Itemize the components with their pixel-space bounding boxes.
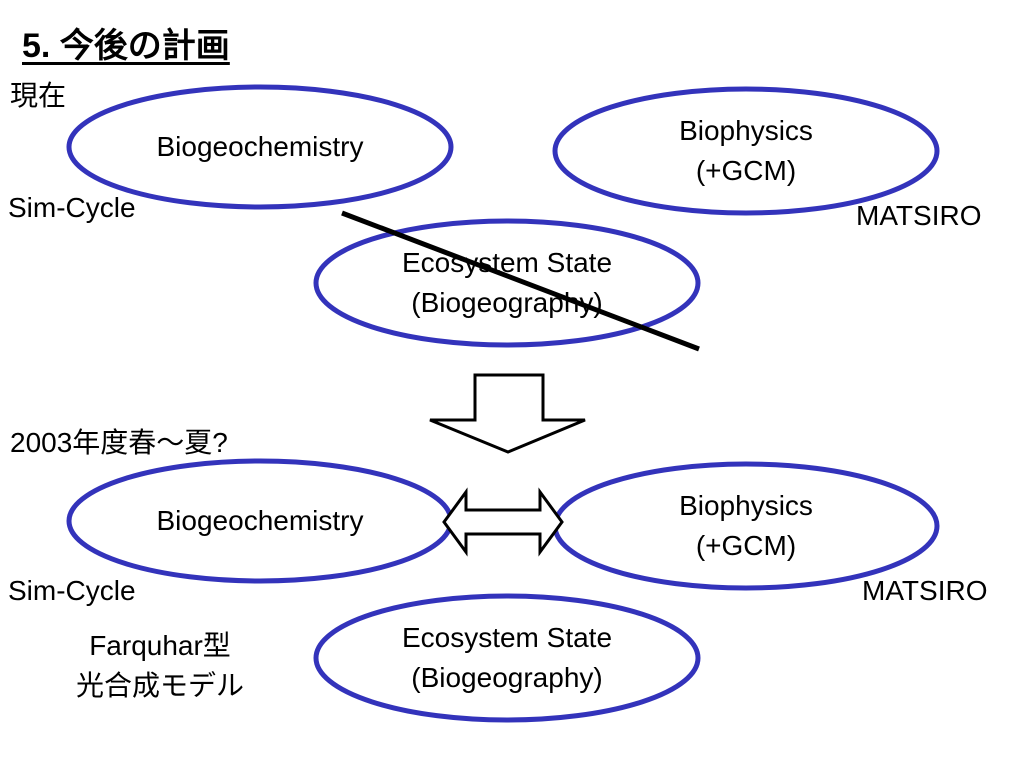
biophysics-future-text: Biophysics (+GCM): [679, 486, 813, 566]
matsiro-current-label: MATSIRO: [856, 200, 982, 231]
ecosystem-future-line2: (Biogeography): [411, 662, 603, 693]
ellipse-biogeochemistry-current: [66, 84, 454, 210]
biophysics-current-line1: Biophysics: [679, 115, 813, 146]
ecosystem-future-line1: Ecosystem State: [401, 622, 613, 653]
sim-cycle-current-label: Sim-Cycle: [8, 192, 136, 223]
biogeochemistry-current-label: Biogeochemistry: [156, 131, 364, 162]
down-arrow-icon: [429, 373, 586, 454]
ecosystem-current-line1: Ecosystem State: [401, 247, 613, 278]
ecosystem-current-line2: (Biogeography): [411, 287, 603, 318]
farquhar-line2: 光合成モデル: [75, 670, 244, 701]
ecosystem-future-text: Ecosystem State (Biogeography): [402, 618, 612, 698]
page-title: 5. 今後の計画: [22, 27, 230, 65]
matsiro-future-label: MATSIRO: [862, 575, 988, 606]
ellipse-ecosystem-future: [313, 593, 701, 723]
future-label: 2003年度春～夏?: [10, 427, 228, 458]
biogeochemistry-current-text: Biogeochemistry: [157, 127, 364, 167]
sim-cycle-future-label: Sim-Cycle: [8, 575, 136, 606]
current-label: 現在: [10, 80, 67, 111]
double-arrow-icon: [442, 487, 564, 557]
farquhar-line1: Farquhar型: [89, 630, 231, 661]
biophysics-future-line1: Biophysics: [679, 490, 813, 521]
ellipse-biophysics-current: [552, 86, 940, 216]
strike-through-line: [341, 210, 700, 352]
biophysics-current-text: Biophysics (+GCM): [679, 111, 813, 191]
biophysics-current-line2: (+GCM): [695, 155, 797, 186]
biogeochemistry-future-text: Biogeochemistry: [157, 501, 364, 541]
biophysics-future-line2: (+GCM): [695, 530, 797, 561]
farquhar-note: Farquhar型 光合成モデル: [40, 626, 280, 706]
ecosystem-current-text: Ecosystem State (Biogeography): [402, 243, 612, 323]
biogeochemistry-future-label: Biogeochemistry: [156, 505, 364, 536]
ellipse-ecosystem-current: [313, 218, 701, 348]
